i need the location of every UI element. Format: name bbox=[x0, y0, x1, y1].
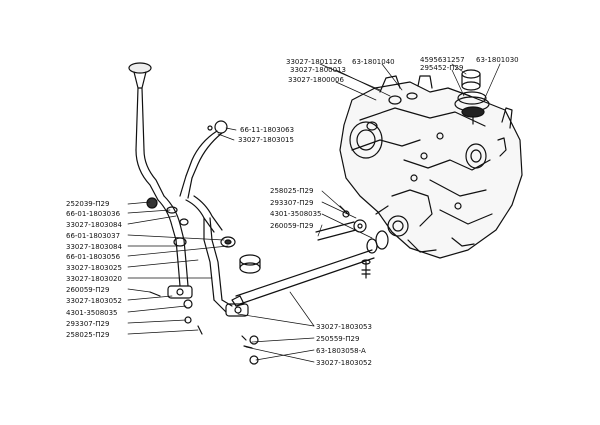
label-part-number: 295452-П29 bbox=[420, 64, 463, 72]
part-labels: 33027-1801126 33027-1800013 33027-180000… bbox=[66, 56, 519, 367]
label-part-number: 66-01-1803056 bbox=[66, 253, 121, 261]
label-part-number: 293307-П29 bbox=[66, 320, 109, 328]
label-part-number: 33027-1800006 bbox=[288, 76, 345, 84]
leader-lines bbox=[127, 63, 501, 363]
label-part-number: 66-11-1803063 bbox=[240, 126, 294, 134]
shift-lever bbox=[128, 62, 187, 247]
label-part-number: 258025-П29 bbox=[270, 187, 313, 195]
rod-end-fittings bbox=[361, 230, 389, 279]
label-part-number: 33027-1803025 bbox=[66, 264, 122, 272]
label-part-number: 33027-1803015 bbox=[238, 136, 294, 144]
label-part-number: 33027-1803052 bbox=[66, 297, 122, 305]
gearbox-housing bbox=[339, 75, 523, 259]
label-part-number: 4301-3508035 bbox=[270, 210, 322, 218]
lower-small-parts bbox=[241, 335, 259, 365]
label-part-number: 250559-П29 bbox=[316, 335, 359, 343]
label-part-number: 63-1801040 bbox=[352, 58, 395, 66]
label-part-number: 66-01-1803037 bbox=[66, 232, 120, 240]
label-part-number: 33027-1801126 bbox=[286, 58, 343, 66]
left-small-parts bbox=[149, 206, 261, 335]
label-part-number: 63-1801030 bbox=[476, 56, 519, 64]
label-part-number: 63-1803058-A bbox=[316, 347, 366, 355]
label-part-number: 66-01-1803036 bbox=[66, 210, 121, 218]
label-part-number: 252039-П29 bbox=[66, 200, 109, 208]
label-part-number: 4595631257 bbox=[420, 56, 465, 64]
label-part-number: 33027-1800013 bbox=[290, 66, 346, 74]
label-part-number: 260059-П29 bbox=[66, 286, 109, 294]
breather-cap bbox=[454, 69, 490, 125]
label-part-number: 33027-1803053 bbox=[316, 323, 372, 331]
knob-rod bbox=[179, 120, 228, 199]
label-part-number: 33027-1803052 bbox=[316, 359, 372, 367]
label-part-number: 33027-1803020 bbox=[66, 275, 122, 283]
label-part-number: 258025-П29 bbox=[66, 331, 109, 339]
shift-rod bbox=[231, 249, 375, 307]
label-part-number: 293307-П29 bbox=[270, 199, 313, 207]
label-part-number: 33027-1803084 bbox=[66, 243, 123, 251]
label-part-number: 33027-1803084 bbox=[66, 221, 123, 229]
label-part-number: 4301-3508035 bbox=[66, 309, 118, 317]
label-part-number: 260059-П29 bbox=[270, 222, 313, 230]
